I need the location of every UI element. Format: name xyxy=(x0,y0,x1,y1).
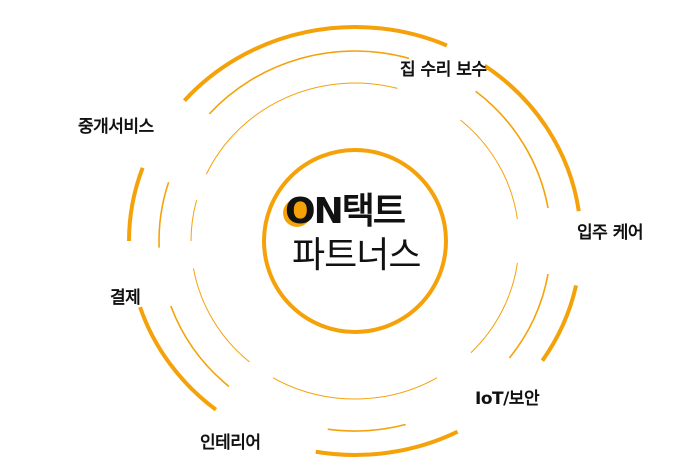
logo-dot xyxy=(283,199,311,227)
ring-arc xyxy=(170,305,230,388)
ring-arc xyxy=(190,199,198,242)
ring-arc xyxy=(182,25,448,102)
label-iot-security: IoT/보안 xyxy=(475,389,540,409)
ring-arc xyxy=(138,306,218,412)
ring-arc xyxy=(315,429,459,457)
ring-arc xyxy=(508,273,549,359)
ring-arc xyxy=(158,182,170,248)
ring-arc xyxy=(483,64,581,212)
ring-arc xyxy=(272,377,438,400)
logo-subtitle: 파트너스 xyxy=(292,235,421,276)
ring-arc xyxy=(470,262,518,354)
ring-arc xyxy=(208,50,410,115)
ring-arc xyxy=(127,167,145,242)
label-payment: 결제 xyxy=(110,288,141,308)
ring-arc xyxy=(540,285,579,362)
ring-arc xyxy=(460,119,518,220)
logo-title: ON택트 xyxy=(285,191,406,232)
center-circle xyxy=(262,148,448,334)
ring-arc xyxy=(475,90,549,209)
ring-arc xyxy=(205,82,398,175)
label-brokerage: 중개서비스 xyxy=(78,117,154,137)
ring-arc xyxy=(193,268,250,363)
label-home-repair: 집 수리 보수 xyxy=(400,60,487,80)
label-move-in-care: 입주 케어 xyxy=(577,223,643,243)
ring-arc xyxy=(327,423,406,432)
label-interior: 인테리어 xyxy=(200,433,261,453)
